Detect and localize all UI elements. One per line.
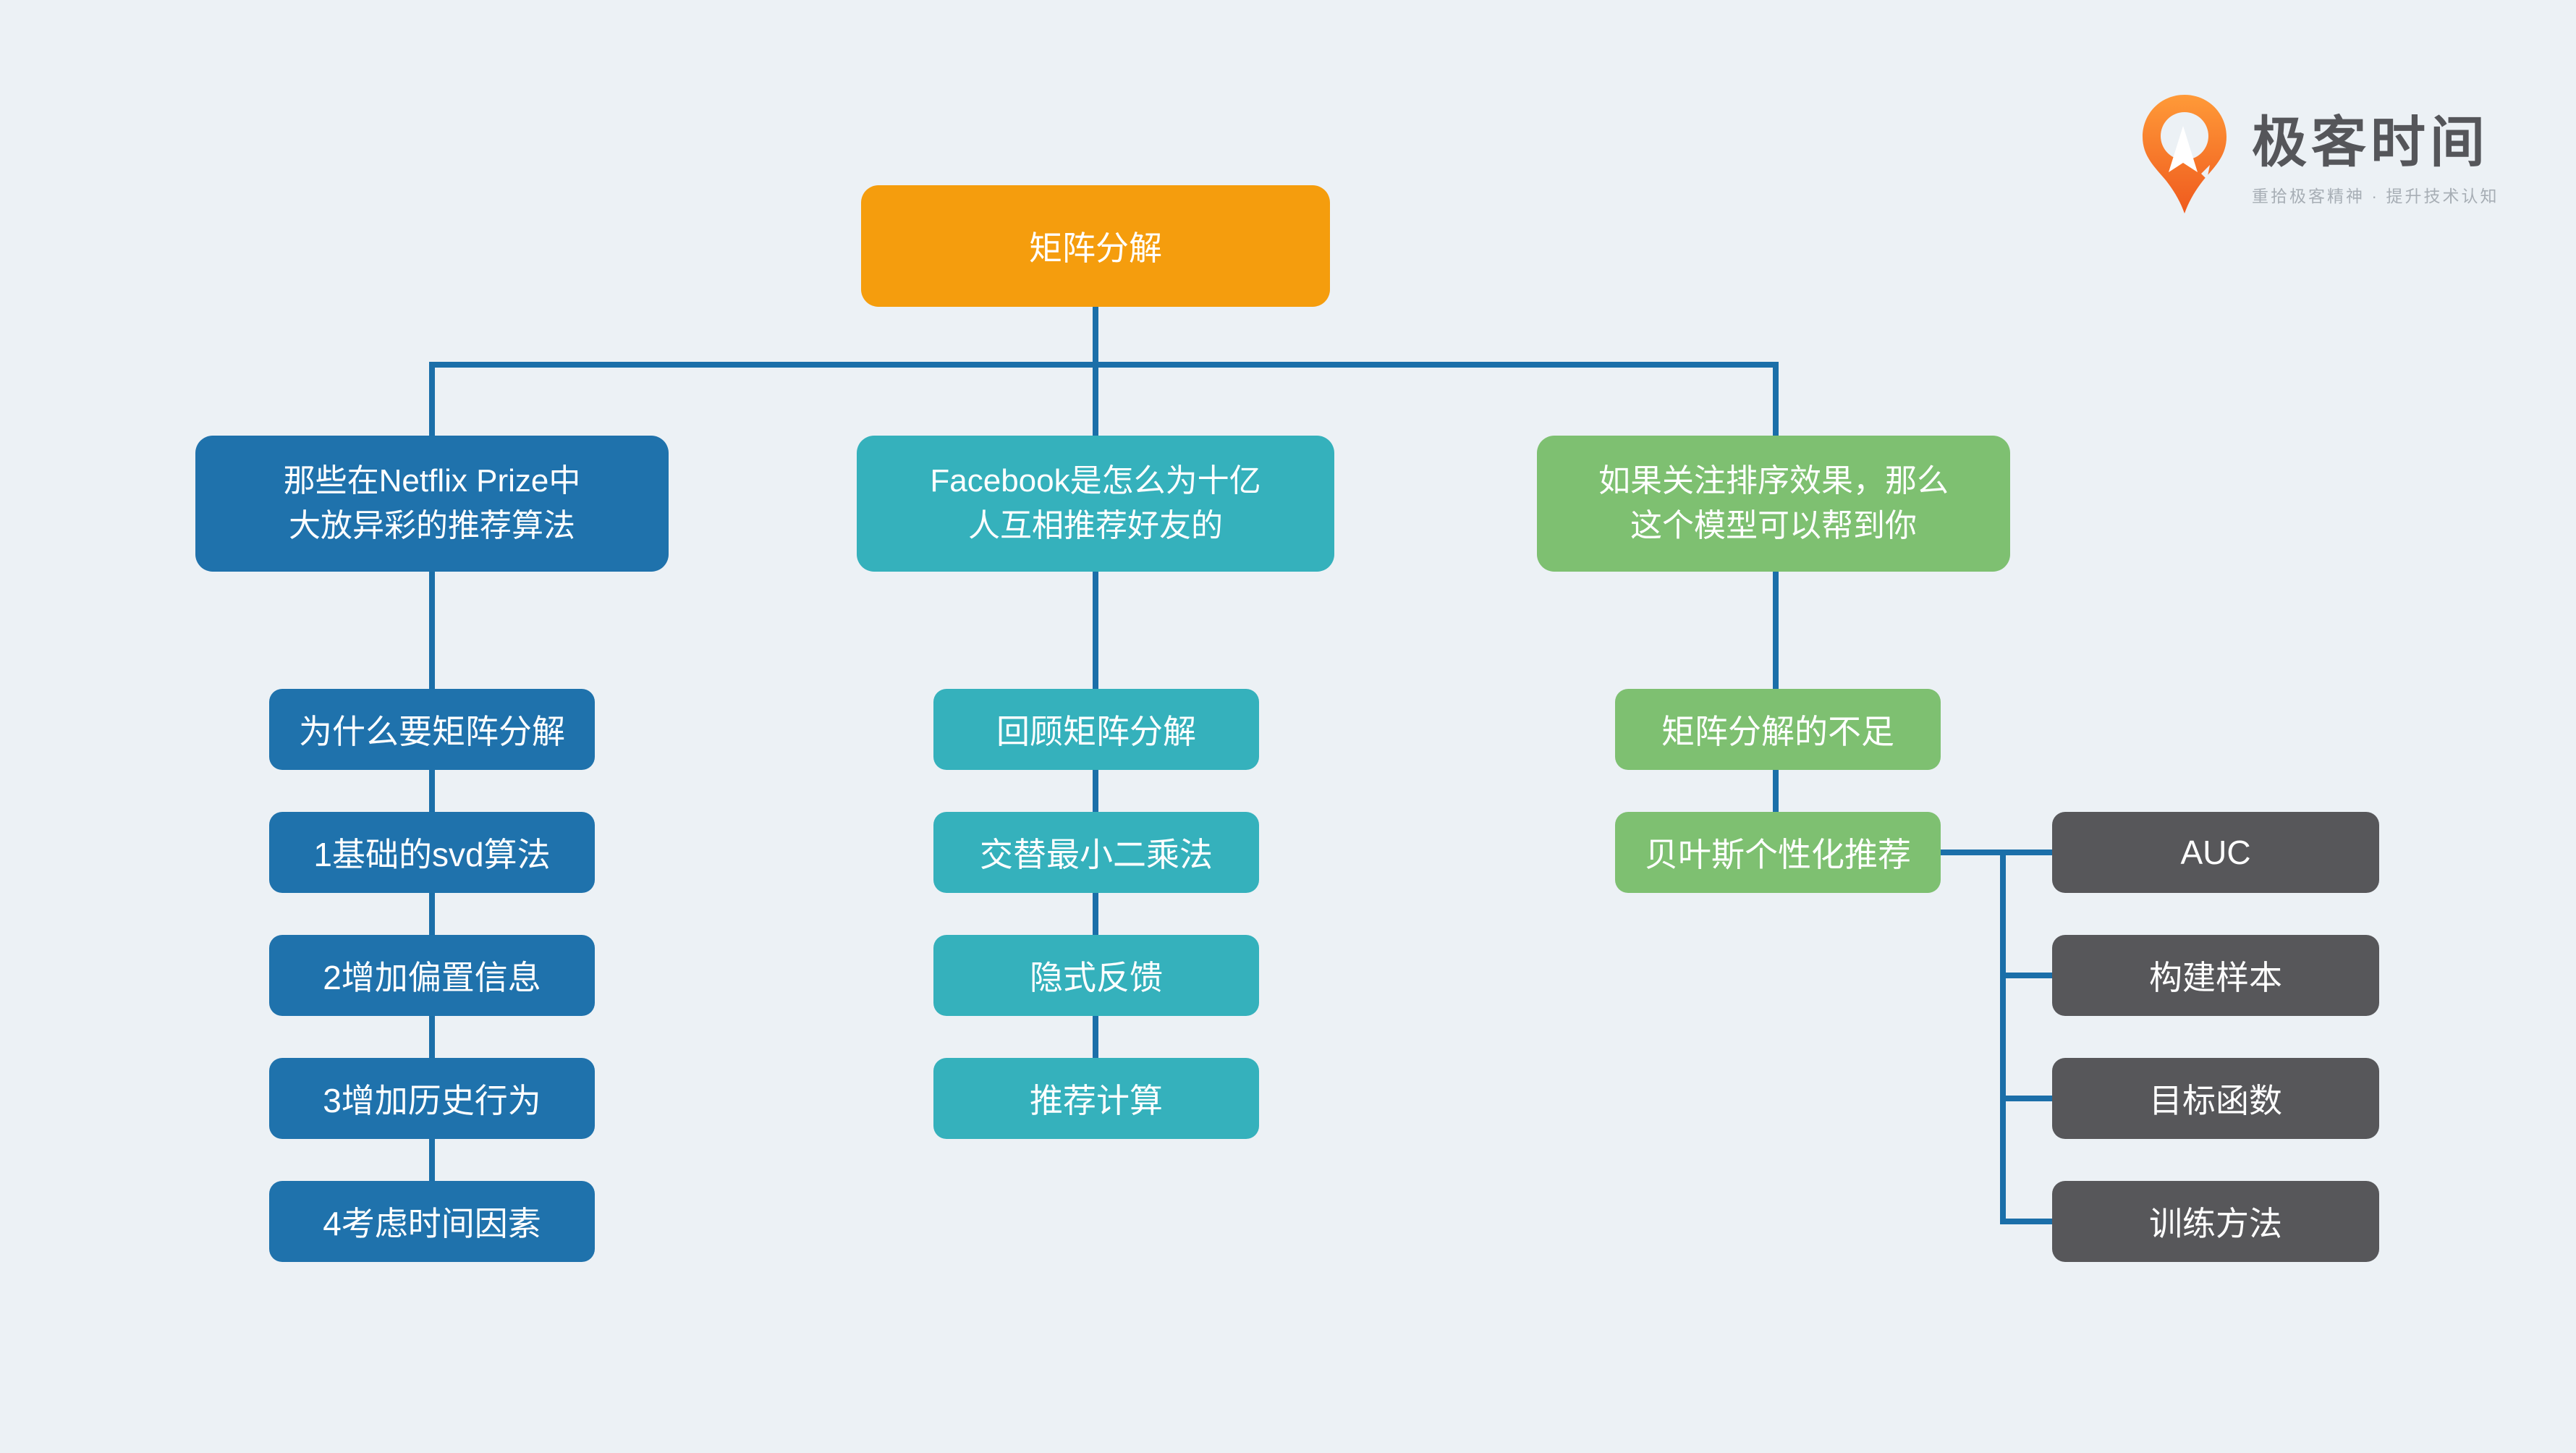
node-auc: AUC (2052, 812, 2379, 893)
branch-facebook-header: Facebook是怎么为十亿 人互相推荐好友的 (857, 436, 1334, 572)
connector-middle-header-child (1093, 570, 1098, 690)
node-time-factor: 4考虑时间因素 (269, 1181, 595, 1262)
node-bpr: 贝叶斯个性化推荐 (1615, 812, 1941, 893)
node-mf-shortcomings: 矩阵分解的不足 (1615, 689, 1941, 770)
geektime-logo: 极客时间 重拾极客精神 · 提升技术认知 (2140, 93, 2499, 219)
connector-right-header-child (1773, 570, 1779, 690)
node-training-method: 训练方法 (2052, 1181, 2379, 1262)
connector-top-rail (429, 362, 1779, 368)
node-why-matrix-factorization: 为什么要矩阵分解 (269, 689, 595, 770)
connector-bpr-trunk (2000, 850, 2006, 1224)
node-basic-svd: 1基础的svd算法 (269, 812, 595, 893)
connector-middle-r3-r4 (1093, 1014, 1098, 1059)
connector-left-header-child (429, 570, 435, 690)
connector-drop-left (429, 362, 435, 437)
connector-bpr-stub-4 (2000, 1219, 2052, 1224)
connector-left-r2-r3 (429, 891, 435, 936)
node-history-behavior: 3增加历史行为 (269, 1058, 595, 1139)
connector-left-r3-r4 (429, 1014, 435, 1059)
branch-ranking-header: 如果关注排序效果，那么 这个模型可以帮到你 (1537, 436, 2010, 572)
connector-bpr-stub-3 (2000, 1096, 2052, 1101)
connector-bpr-stub-2 (2000, 973, 2052, 978)
node-recommend-compute: 推荐计算 (933, 1058, 1259, 1139)
node-bias-info: 2增加偏置信息 (269, 935, 595, 1016)
geektime-pin-icon (2140, 93, 2229, 219)
node-review-mf: 回顾矩阵分解 (933, 689, 1259, 770)
connector-root-stem (1093, 307, 1098, 368)
connector-drop-right (1773, 362, 1779, 437)
node-als: 交替最小二乘法 (933, 812, 1259, 893)
node-root: 矩阵分解 (861, 185, 1330, 307)
node-objective-function: 目标函数 (2052, 1058, 2379, 1139)
connector-left-r1-r2 (429, 768, 435, 813)
connector-left-r4-r5 (429, 1138, 435, 1182)
connector-green-r1-r2 (1773, 768, 1779, 813)
node-implicit-feedback: 隐式反馈 (933, 935, 1259, 1016)
branch-netflix-header: 那些在Netflix Prize中 大放异彩的推荐算法 (195, 436, 669, 572)
connector-middle-r2-r3 (1093, 891, 1098, 936)
geektime-logo-tagline: 重拾极客精神 · 提升技术认知 (2252, 186, 2499, 206)
connector-drop-middle (1093, 362, 1098, 437)
geektime-logo-title: 极客时间 (2252, 112, 2489, 174)
node-build-samples: 构建样本 (2052, 935, 2379, 1016)
connector-bpr-stub (1941, 850, 2052, 855)
geektime-logo-text: 极客时间 重拾极客精神 · 提升技术认知 (2252, 93, 2499, 207)
connector-middle-r1-r2 (1093, 768, 1098, 813)
